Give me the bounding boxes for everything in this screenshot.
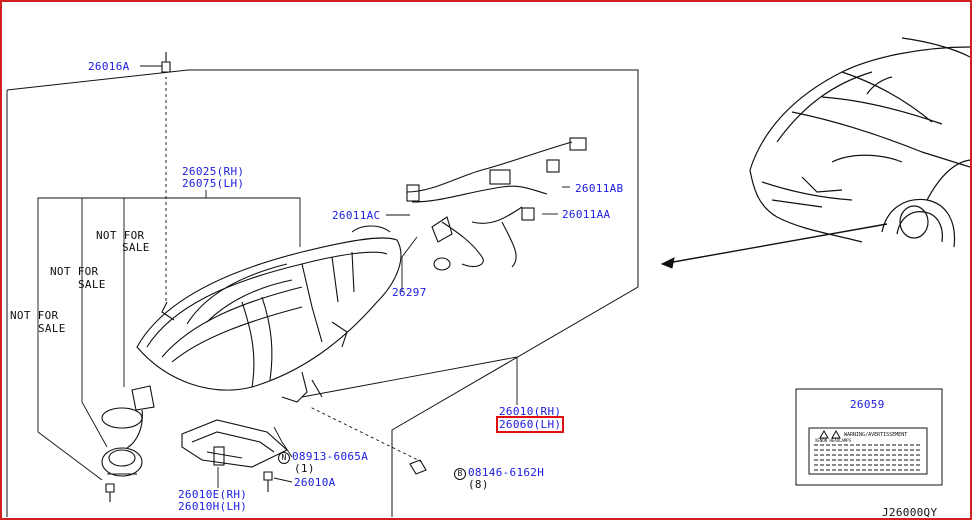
callout-26011ab[interactable]: 26011AB bbox=[575, 182, 624, 195]
callout-26075-lh[interactable]: 26075(LH) bbox=[182, 177, 245, 190]
callout-26010a[interactable]: 26010A bbox=[294, 476, 336, 489]
note-not-for-sale-3-line1: NOT FOR bbox=[10, 309, 59, 322]
label-card-subtitle: XENON HEADLAMPS bbox=[815, 438, 852, 443]
assembly-frame bbox=[6, 69, 639, 517]
note-not-for-sale-1-line2: SALE bbox=[122, 241, 150, 254]
location-arrow bbox=[661, 223, 888, 265]
label-card-title: WARNING/AVERTISSEMENT bbox=[844, 432, 908, 438]
b-symbol: B bbox=[454, 468, 466, 480]
callout-26060-lh[interactable]: 26060(LH) bbox=[495, 416, 565, 433]
n-symbol: N bbox=[278, 452, 290, 464]
callout-26010e-rh[interactable]: 26010E(RH) bbox=[178, 488, 248, 501]
callout-26025-rh[interactable]: 26025(RH) bbox=[182, 165, 245, 178]
headlamp-housing bbox=[136, 225, 402, 403]
callout-26059[interactable]: 26059 bbox=[850, 398, 885, 411]
callout-26011aa[interactable]: 26011AA bbox=[562, 208, 611, 221]
diagram-code: J26000QY bbox=[882, 506, 938, 519]
callout-26011ac[interactable]: 26011AC bbox=[332, 209, 381, 222]
callout-08913-text: 08913-6065A bbox=[292, 450, 369, 463]
note-not-for-sale-1-line1: NOT FOR bbox=[96, 229, 145, 242]
callout-26297[interactable]: 26297 bbox=[392, 286, 427, 299]
qty-08146: (8) bbox=[468, 478, 489, 491]
note-not-for-sale-2-line2: SALE bbox=[78, 278, 106, 291]
vehicle-silhouette bbox=[749, 37, 970, 248]
screws bbox=[105, 52, 427, 502]
qty-08913: (1) bbox=[294, 462, 315, 475]
callout-26010-rh[interactable]: 26010(RH) bbox=[499, 405, 562, 418]
ballast-unit bbox=[181, 419, 288, 468]
leader-lines bbox=[37, 65, 570, 488]
wiring-harness bbox=[406, 137, 587, 271]
note-not-for-sale-3-line2: SALE bbox=[38, 322, 66, 335]
callout-26010h-lh[interactable]: 26010H(LH) bbox=[178, 500, 248, 513]
callout-26016a[interactable]: 26016A bbox=[88, 60, 130, 73]
note-not-for-sale-2-line1: NOT FOR bbox=[50, 265, 99, 278]
callout-08146-text: 08146-6162H bbox=[468, 466, 545, 479]
warning-label-card bbox=[795, 388, 943, 486]
igniter-bulb bbox=[101, 385, 155, 477]
